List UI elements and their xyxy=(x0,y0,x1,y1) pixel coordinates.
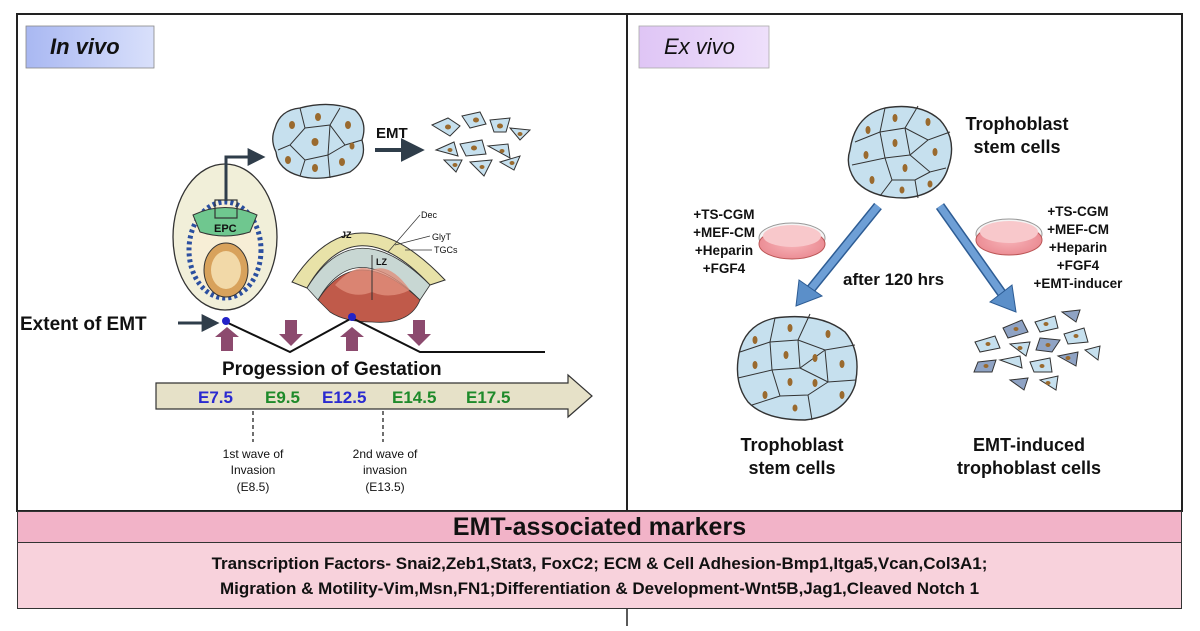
markers-body: Transcription Factors- Snai2,Zeb1,Stat3,… xyxy=(17,543,1182,609)
markers-title: EMT-associated markers xyxy=(17,511,1182,543)
epc-label: EPC xyxy=(214,223,237,235)
wave-1-line-1: 1st wave of xyxy=(223,447,284,461)
left-medium-1: +TS-CGM xyxy=(693,207,754,222)
wave-1-line-3: (E8.5) xyxy=(237,480,270,494)
right-medium-5: +EMT-inducer xyxy=(1034,276,1124,291)
epc-to-cluster-arrow xyxy=(224,148,266,201)
bottom-right-label: EMT-induced trophoblast cells xyxy=(957,435,1101,478)
bottom-left-label: Trophoblast stem cells xyxy=(741,435,844,478)
mesenchymal-nuclei xyxy=(445,117,523,169)
glyt-label: GlyT xyxy=(432,232,452,242)
emt-induced-cells xyxy=(973,309,1101,391)
top-stem-cells-label: Trophoblast stem cells xyxy=(966,114,1069,157)
blue-arrow-left xyxy=(795,202,882,307)
implantation-site-illustration xyxy=(172,163,278,311)
bottom-right-line-2: trophoblast cells xyxy=(957,458,1101,478)
stem-cell-cluster-top xyxy=(847,105,953,199)
markers-line-2: Migration & Motility-Vim,Msn,FN1;Differe… xyxy=(219,578,980,598)
right-medium-list: +TS-CGM +MEF-CM +Heparin +FGF4 +EMT-indu… xyxy=(1034,204,1124,291)
left-medium-list: +TS-CGM +MEF-CM +Heparin +FGF4 xyxy=(693,207,755,276)
right-medium-1: +TS-CGM xyxy=(1047,204,1108,219)
in-vivo-label: In vivo xyxy=(50,34,120,59)
timepoint-e9-5: E9.5 xyxy=(265,388,300,407)
right-medium-4: +FGF4 xyxy=(1057,258,1100,273)
extent-of-emt-label: Extent of EMT xyxy=(20,314,147,335)
markers-line-1: Transcription Factors- Snai2,Zeb1,Stat3,… xyxy=(211,553,988,573)
top-stem-label-line-2: stem cells xyxy=(973,137,1060,157)
jz-label: JZ xyxy=(341,230,352,240)
petri-dish-right xyxy=(975,218,1043,256)
bottom-right-line-1: EMT-induced xyxy=(973,435,1085,455)
emt-peak-dot-2 xyxy=(348,313,356,321)
time-label: after 120 hrs xyxy=(843,270,944,289)
left-medium-3: +Heparin xyxy=(695,243,753,258)
emt-extent-line xyxy=(225,316,545,354)
top-stem-label-line-1: Trophoblast xyxy=(966,114,1069,134)
timeline-arrow xyxy=(155,373,593,419)
timepoint-e12-5: E12.5 xyxy=(322,388,366,407)
tgcs-label: TGCs xyxy=(434,245,458,255)
blue-arrow-right xyxy=(935,203,1017,313)
mesenchymal-cells xyxy=(430,111,532,177)
stem-cell-cluster-bottom xyxy=(736,313,858,421)
emt-label: EMT xyxy=(376,125,408,142)
down-arrow-2 xyxy=(407,320,431,346)
right-medium-2: +MEF-CM xyxy=(1047,222,1109,237)
left-medium-2: +MEF-CM xyxy=(693,225,755,240)
wave-2-label: 2nd wave of invasion (E13.5) xyxy=(353,447,418,494)
up-arrow-2 xyxy=(340,327,364,351)
wave-2-line-3: (E13.5) xyxy=(365,480,404,494)
in-vivo-label-box xyxy=(25,25,155,69)
wave-1-line-2: Invasion xyxy=(231,463,276,477)
emt-induced-nuclei xyxy=(983,322,1079,385)
dec-label: Dec xyxy=(421,210,438,220)
left-medium-4: +FGF4 xyxy=(703,261,746,276)
wave-1-label: 1st wave of Invasion (E8.5) xyxy=(223,447,284,494)
timepoint-e17-5: E17.5 xyxy=(466,388,510,407)
emt-peak-dot-1 xyxy=(222,317,230,325)
purple-arrows xyxy=(215,320,431,351)
timepoint-e14-5: E14.5 xyxy=(392,388,436,407)
right-medium-3: +Heparin xyxy=(1049,240,1107,255)
up-arrow-1 xyxy=(215,327,239,351)
wave-2-line-2: invasion xyxy=(363,463,407,477)
progression-label: Progession of Gestation xyxy=(222,359,442,380)
bottom-left-line-1: Trophoblast xyxy=(741,435,844,455)
petri-dish-left xyxy=(758,222,826,260)
bottom-left-line-2: stem cells xyxy=(748,458,835,478)
placenta-illustration xyxy=(291,214,446,323)
ex-vivo-label: Ex vivo xyxy=(664,34,735,59)
down-arrow-1 xyxy=(279,320,303,346)
wave-2-line-1: 2nd wave of xyxy=(353,447,418,461)
lz-label: LZ xyxy=(376,257,387,267)
timepoint-e7-5: E7.5 xyxy=(198,388,233,407)
epithelial-cell-cluster xyxy=(272,103,365,179)
ex-vivo-label-box xyxy=(638,25,770,69)
